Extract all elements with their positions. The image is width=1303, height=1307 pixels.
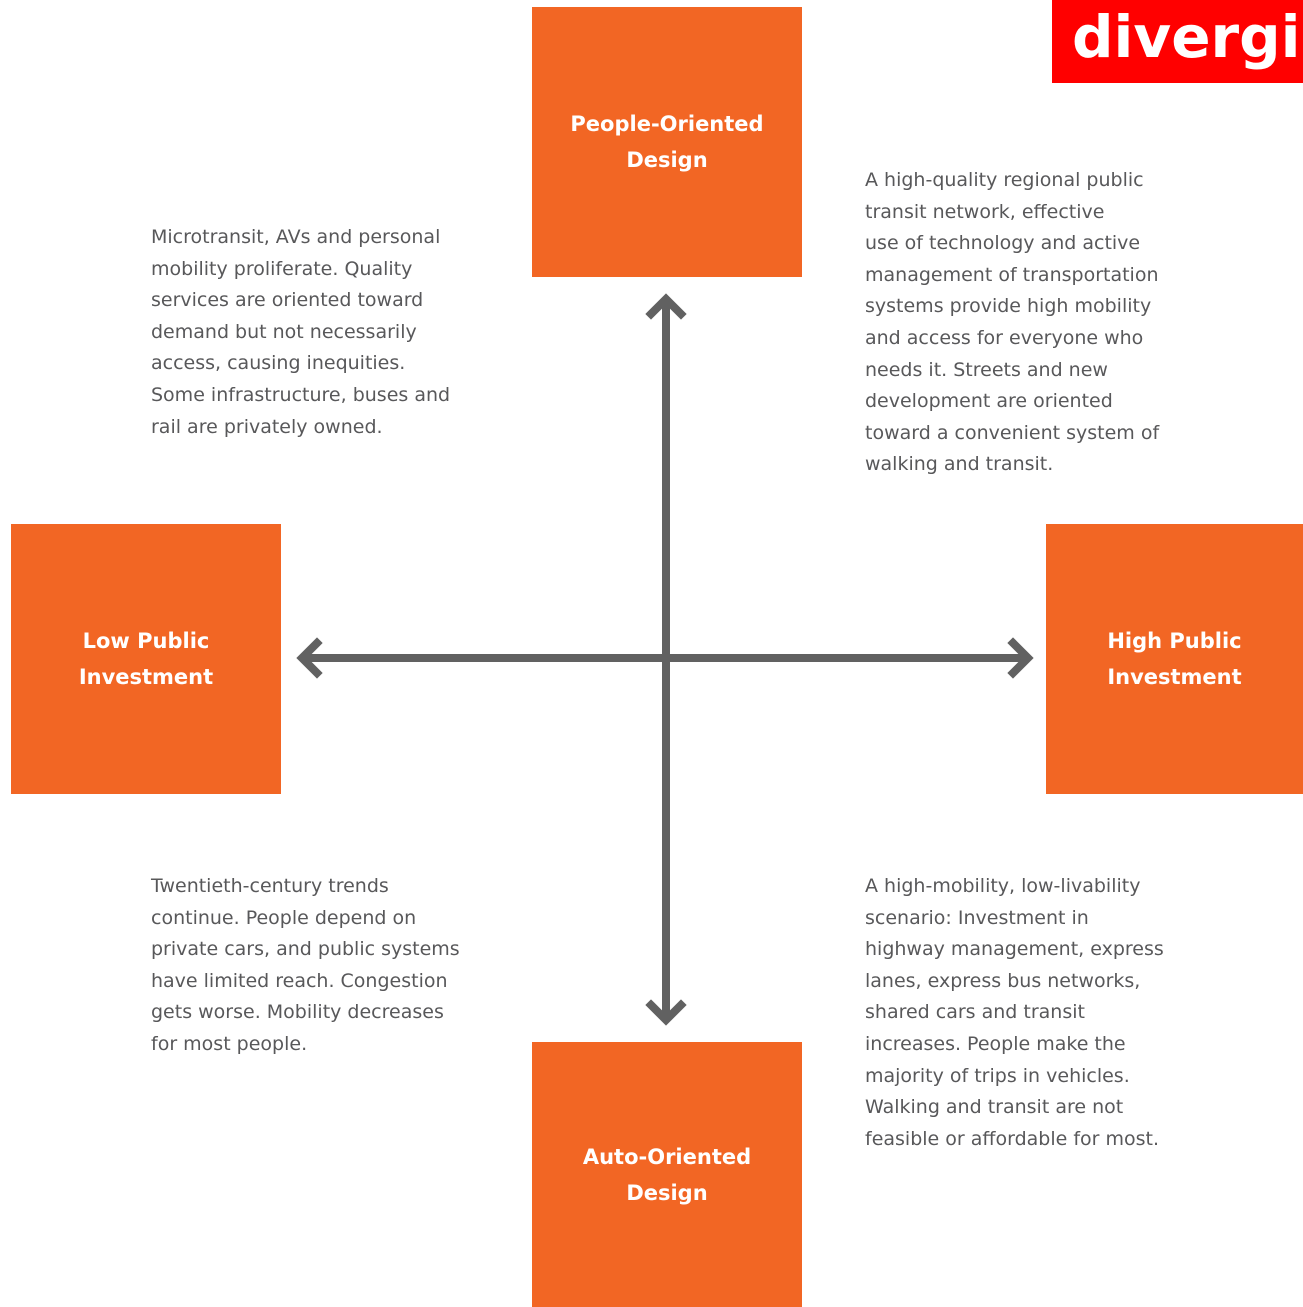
arrow-left-icon [296, 637, 323, 679]
box-label-line: Design [626, 148, 708, 172]
arrow-right-icon [1007, 637, 1034, 679]
high-public-investment-box: High Public Investment [1046, 524, 1303, 794]
quadrant-description-bottom-right: A high-mobility, low-livability scenario… [865, 875, 1164, 1150]
logo: divergin [1052, 0, 1303, 83]
people-oriented-design-box: People-Oriented Design [532, 7, 802, 277]
logo-text: divergin [1072, 3, 1303, 71]
arrow-down-icon [645, 999, 687, 1026]
box-label-line: People-Oriented [570, 112, 764, 136]
quadrant-description-top-left: Microtransit, AVs and personal mobility … [151, 226, 451, 438]
box-label-line: High Public [1107, 629, 1242, 653]
box-label-line: Auto-Oriented [582, 1144, 752, 1169]
quadrant-description-top-right: A high-quality regional public transit n… [865, 169, 1160, 476]
arrow-up-icon [645, 293, 687, 320]
box-label-line: Investment [78, 665, 214, 689]
box-label-line: Low Public [82, 629, 210, 653]
box-label-line: Investment [1107, 665, 1242, 689]
auto-oriented-design-box: Auto-Oriented Design [532, 1042, 802, 1307]
box-label-line: Design [626, 1180, 708, 1205]
low-public-investment-box: Low Public Investment [11, 524, 281, 794]
quadrant-description-bottom-left: Twentieth-century trends continue. Peopl… [151, 875, 460, 1055]
